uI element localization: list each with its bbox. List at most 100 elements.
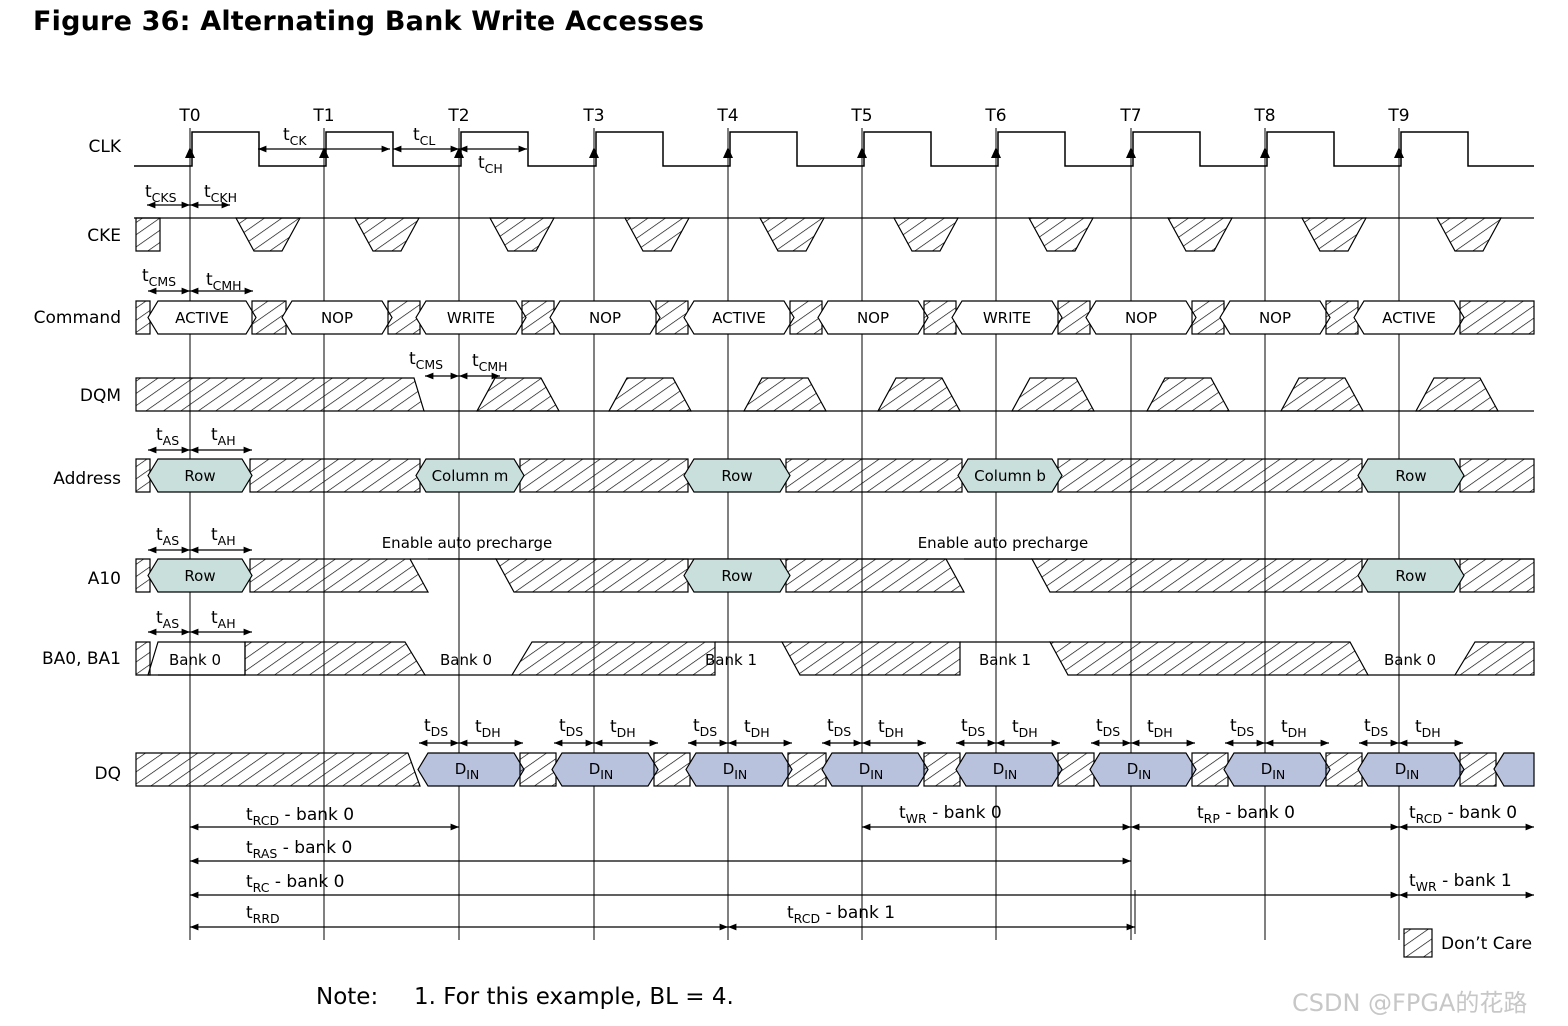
address-row-box	[1357, 458, 1465, 493]
tdh-label-5: tDH	[1147, 717, 1173, 740]
cmd-dontcare-6	[923, 300, 957, 335]
signal-label-3: DQM	[80, 386, 121, 406]
cke-dontcare-4	[758, 217, 826, 252]
tdh-label-4: tDH	[1012, 717, 1038, 740]
addr-dontcare-start	[135, 458, 151, 493]
dqm-dontcare-start	[135, 377, 425, 412]
cmd-dontcare-4	[655, 300, 689, 335]
tds-label-5: tDS	[1096, 716, 1120, 739]
a10-label-2: Row	[1395, 567, 1426, 585]
tds-label-3: tDS	[827, 716, 851, 739]
dqm-dontcare-1	[607, 377, 693, 412]
trcd-bank0-label: tRCD - bank 0	[246, 805, 354, 828]
cke-dontcare-1	[353, 217, 421, 252]
cmd-dontcare-5	[789, 300, 823, 335]
clk-edge-arrow-4	[723, 147, 733, 158]
signal-label-7: DQ	[95, 764, 121, 784]
twr-bank1-label: tWR - bank 1	[1409, 871, 1512, 894]
note-text: 1. For this example, BL = 4.	[414, 984, 734, 1010]
clk-edge-arrow-6	[991, 147, 1001, 158]
tch-label: tCH	[478, 153, 503, 176]
a10-dontcare-1	[249, 558, 430, 593]
bank-label-2: Bank 1	[705, 651, 757, 669]
tdh-label-0: tDH	[475, 717, 501, 740]
bank-dontcare-4	[1048, 641, 1370, 676]
clock-label-T1: T1	[312, 106, 334, 126]
trcd-bank1-label: tRCD - bank 1	[787, 903, 895, 926]
dq-din-label-0: DIN	[455, 760, 480, 782]
a10-dontcare-2	[494, 558, 689, 593]
cke-dontcare-2	[488, 217, 556, 252]
clock-label-T3: T3	[582, 106, 604, 126]
dq-dontcare-end	[1459, 752, 1497, 787]
clock-label-T9: T9	[1387, 106, 1409, 126]
tcms-label-2: tCMS	[409, 349, 443, 372]
auto-precharge-note-1: Enable auto precharge	[382, 534, 553, 552]
signal-label-6: BA0, BA1	[42, 649, 121, 669]
signal-label-2: Command	[34, 308, 121, 328]
a10-label-1: Row	[721, 567, 752, 585]
clk-edge-arrow-9	[1394, 147, 1404, 158]
dq-din-label-6: DIN	[1261, 760, 1286, 782]
a10-dontcare-start	[135, 558, 151, 593]
tah-label-bank: tAH	[211, 608, 236, 631]
addr-dontcare-4	[1459, 458, 1535, 493]
cmd-dontcare-2	[387, 300, 421, 335]
command-label-9: ACTIVE	[1382, 309, 1436, 327]
tcmh-label-1: tCMH	[206, 270, 242, 293]
twr-bank0-label: tWR - bank 0	[899, 803, 1002, 826]
dqm-dontcare-0	[475, 377, 561, 412]
command-label-2: WRITE	[447, 309, 495, 327]
clock-label-T5: T5	[850, 106, 872, 126]
figure-title: Figure 36: Alternating Bank Write Access…	[33, 6, 705, 37]
signal-label-5: A10	[88, 569, 121, 589]
dq-din-partial	[1493, 752, 1535, 787]
dq-dontcare-1	[519, 752, 557, 787]
dq-dontcare-2	[653, 752, 691, 787]
tas-label-addr: tAS	[156, 425, 179, 448]
addr-dontcare-3	[1057, 458, 1363, 493]
command-label-8: NOP	[1259, 309, 1291, 327]
a10-row-box-0	[147, 558, 253, 593]
bank-dontcare-1	[244, 641, 427, 676]
clock-label-T2: T2	[447, 106, 469, 126]
tds-label-6: tDS	[1230, 716, 1254, 739]
legend-label: Don’t Care	[1441, 934, 1532, 954]
bank-dontcare-start	[135, 641, 151, 676]
cke-dontcare-6	[1027, 217, 1095, 252]
dq-dontcare-5	[1057, 752, 1095, 787]
tcms-label-1: tCMS	[142, 266, 176, 289]
tcl-label: tCL	[413, 125, 435, 148]
cke-dontcare-5	[892, 217, 960, 252]
cke-dontcare-7	[1166, 217, 1234, 252]
bank-dontcare-2	[510, 641, 716, 676]
clock-label-T7: T7	[1119, 106, 1141, 126]
tds-label-7: tDS	[1364, 716, 1388, 739]
a10-dontcare-end	[1459, 558, 1535, 593]
tdh-label-6: tDH	[1281, 717, 1307, 740]
signal-label-0: CLK	[89, 137, 122, 157]
cmd-dontcare-end	[1459, 300, 1535, 335]
cmd-dontcare-8	[1191, 300, 1225, 335]
command-label-0: ACTIVE	[175, 309, 229, 327]
tdh-label-7: tDH	[1415, 717, 1441, 740]
dq-din-label-3: DIN	[859, 760, 884, 782]
clock-label-T4: T4	[716, 106, 738, 126]
tck-label: tCK	[283, 125, 307, 148]
tds-label-1: tDS	[559, 716, 583, 739]
legend-hatch-swatch	[1403, 928, 1433, 958]
clock-label-T8: T8	[1253, 106, 1275, 126]
tah-label-a10: tAH	[211, 525, 236, 548]
dq-dontcare-start	[135, 752, 421, 787]
bank-label-1: Bank 0	[440, 651, 492, 669]
bank-dontcare-end	[1453, 641, 1535, 676]
a10-dontcare-4	[1030, 558, 1363, 593]
tras-bank0-label: tRAS - bank 0	[246, 838, 352, 861]
trcd-bank0-next-label: tRCD - bank 0	[1409, 803, 1517, 826]
cke-dontcare-8	[1300, 217, 1368, 252]
clk-edge-arrow-7	[1126, 147, 1136, 158]
dq-din-label-4: DIN	[993, 760, 1018, 782]
dqm-dontcare-7	[1414, 377, 1500, 412]
cmd-dontcare-7	[1057, 300, 1091, 335]
